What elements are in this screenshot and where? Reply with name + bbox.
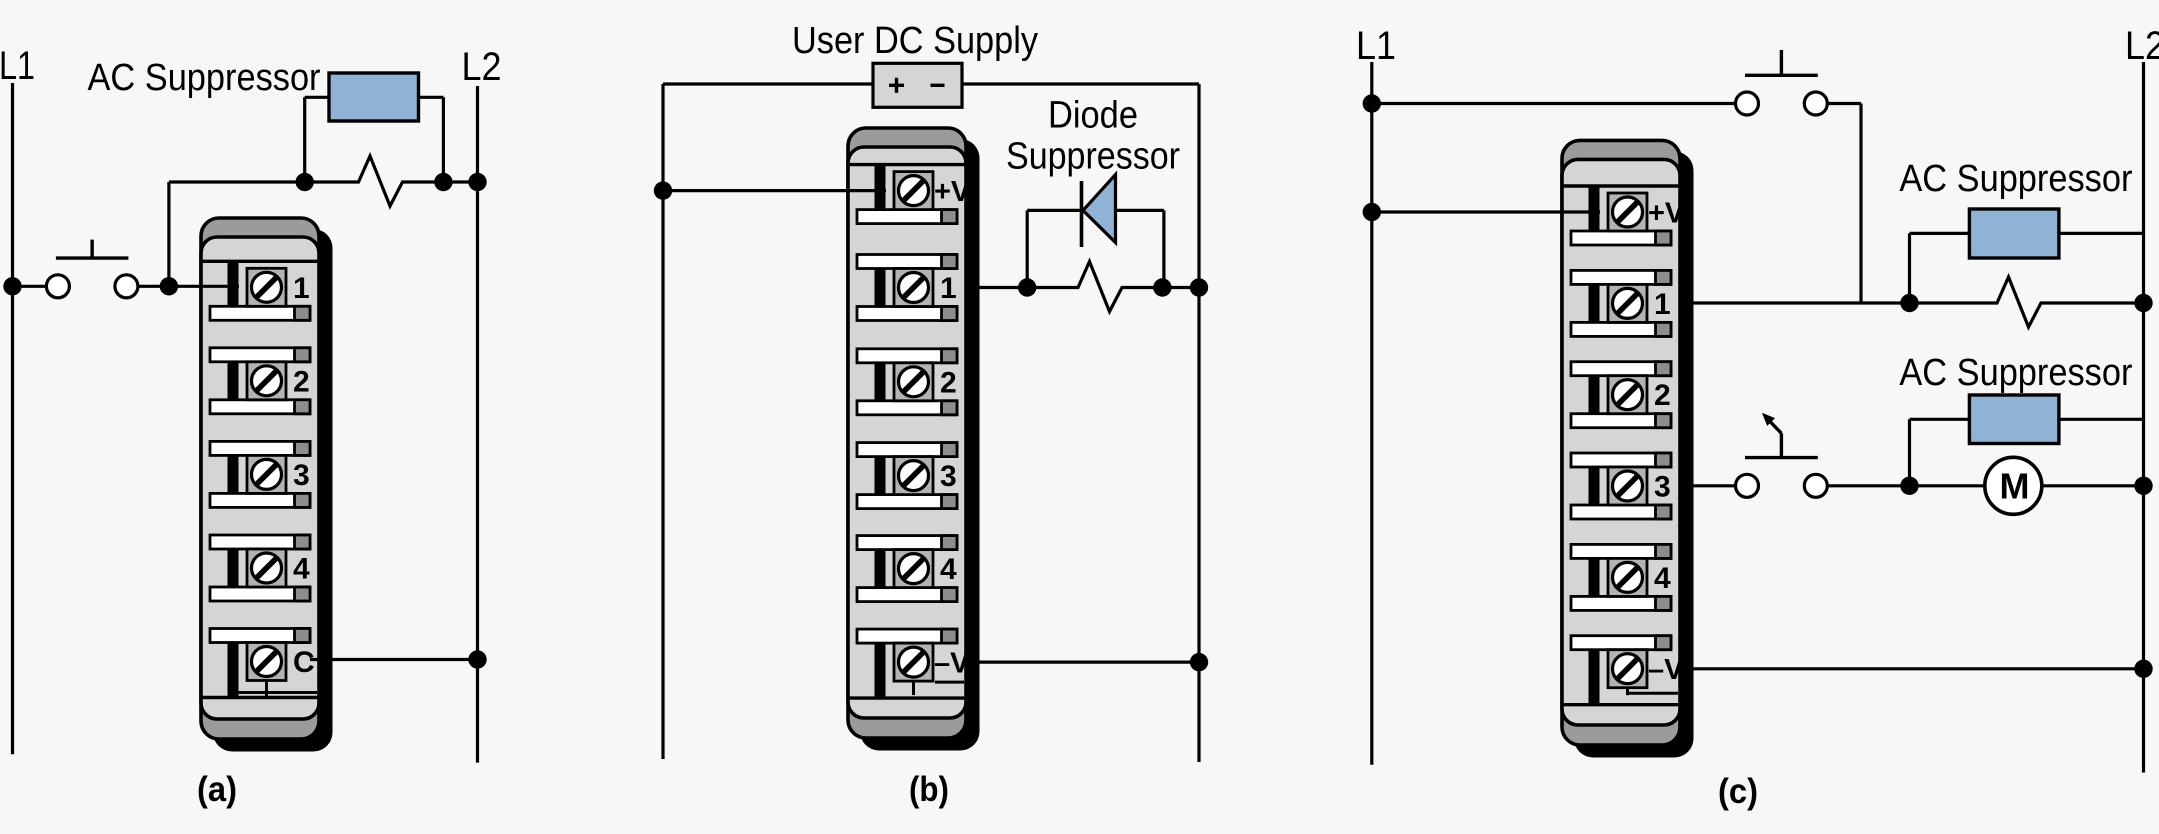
svg-text:–V: –V [934,648,970,680]
svg-text:1: 1 [1654,288,1671,321]
svg-text:3: 3 [940,460,957,493]
svg-text:User DC Supply: User DC Supply [792,20,1038,62]
svg-text:–V: –V [1648,654,1684,686]
svg-text:2: 2 [940,366,957,399]
svg-text:AC Suppressor: AC Suppressor [88,57,321,99]
svg-text:L2: L2 [462,45,502,89]
svg-text:2: 2 [1654,379,1671,412]
svg-text:(b): (b) [909,770,949,809]
svg-text:Diode: Diode [1048,95,1138,137]
svg-text:1: 1 [293,272,310,305]
svg-text:4: 4 [293,553,310,586]
svg-text:3: 3 [1654,471,1671,504]
svg-text:+V: +V [1648,198,1685,230]
svg-text:AC Suppressor: AC Suppressor [1899,158,2132,200]
svg-text:M: M [2000,465,2030,506]
svg-text:4: 4 [1654,562,1671,595]
svg-text:+V: +V [934,176,971,208]
svg-text:4: 4 [940,553,957,586]
svg-text:1: 1 [940,272,957,305]
svg-text:Suppressor: Suppressor [1006,135,1180,177]
svg-text:2: 2 [293,365,310,398]
svg-text:L1: L1 [0,44,35,88]
svg-text:(c): (c) [1718,772,1758,811]
svg-text:L1: L1 [1356,24,1396,68]
svg-text:3: 3 [293,459,310,492]
svg-text:(a): (a) [197,770,237,809]
svg-text:C: C [293,646,315,679]
svg-text:AC Suppressor: AC Suppressor [1899,352,2132,394]
svg-text:L2: L2 [2125,24,2159,68]
